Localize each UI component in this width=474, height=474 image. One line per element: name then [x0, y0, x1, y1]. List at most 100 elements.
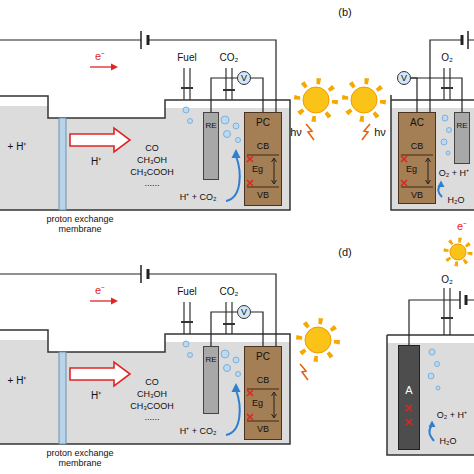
gas-tube [444, 68, 450, 100]
product-label: CO [145, 143, 159, 153]
panel-letter: (d) [338, 246, 351, 259]
reaction-arrow-head [438, 181, 445, 188]
band-label: VB [257, 424, 269, 434]
gas-valve [441, 87, 453, 89]
gas-bubble [447, 128, 452, 133]
voltmeter: V [237, 305, 251, 319]
panel-letter: (b) [338, 6, 351, 19]
sun-icon [297, 81, 335, 119]
gas-outlet-label: CO₂ [220, 52, 239, 64]
charge-mark [401, 180, 407, 186]
band-gap-label: Eg [406, 164, 417, 174]
reference-electrode: RE [203, 346, 219, 414]
ion-label: + H⁺ [8, 375, 27, 387]
gas-tube [444, 288, 450, 335]
band-diagram [399, 346, 419, 449]
photoelectrode: PCCBEgVB [244, 346, 282, 440]
product-label: CH₃OH [137, 155, 167, 165]
sun-rays [345, 81, 383, 119]
electrolyte [387, 343, 474, 455]
product-label: ...... [144, 412, 159, 422]
wire-connector [211, 78, 237, 112]
band-edge [247, 389, 279, 421]
sun-disc [303, 87, 329, 113]
charge-mark [247, 180, 253, 186]
gas-bubble [446, 151, 450, 155]
band-label: VB [257, 190, 269, 200]
electron-label: e⁻ [95, 284, 105, 297]
product-label: CH₃COOH [130, 401, 174, 411]
sun-rays [446, 240, 470, 264]
sun-disc [450, 244, 466, 260]
band-label: VB [411, 190, 423, 200]
band-gap-arrow [272, 158, 277, 184]
gas-valve [441, 317, 453, 319]
electrode-label: A [405, 384, 412, 397]
gas-bubble [441, 139, 447, 145]
wire-connector [411, 78, 462, 112]
gas-outlet-label: O₂ [441, 52, 453, 64]
voltmeter-symbol: V [241, 306, 247, 318]
gas-outlet-label: Fuel [177, 52, 196, 64]
battery-plate [467, 31, 469, 49]
band-label: CB [257, 375, 270, 385]
charge-mark [401, 156, 407, 162]
membrane-label: proton exchange membrane [33, 214, 127, 235]
band-gap-arrow [426, 158, 431, 184]
electrode-label: PC [256, 117, 270, 129]
product-label: CH₃COOH [130, 167, 174, 177]
band-edge [401, 155, 433, 187]
gas-bubble [435, 362, 440, 367]
photoelectrode: ACCBEgVB [398, 112, 436, 204]
wire-connector [211, 312, 237, 346]
band-edge [247, 155, 279, 187]
gas-bubble [436, 386, 440, 390]
light-bolt [300, 364, 308, 380]
photoelectrode: PC CB EgVB [244, 112, 282, 206]
product-label: O₂ + H⁺ [439, 168, 469, 178]
cell-wall [387, 335, 474, 455]
light-bolt [362, 124, 370, 140]
gas-outlet-label: CO₂ [220, 286, 239, 298]
battery-plate [461, 35, 464, 45]
reactant-label: H⁺ + CO₂ [180, 192, 217, 202]
ion-label: H⁺ [91, 390, 101, 402]
sun-rays [299, 321, 337, 359]
electrode-label: RE [205, 355, 216, 364]
reactant-label: H⁺ + CO₂ [180, 426, 217, 436]
charge-mark [406, 405, 412, 411]
cell-wall [391, 95, 474, 210]
charge-mark [247, 156, 253, 162]
wire-connector [251, 78, 263, 112]
product-label: ...... [144, 178, 159, 188]
membrane-label: proton exchange membrane [33, 448, 127, 469]
light-bolt [306, 124, 314, 140]
sun-icon [345, 81, 383, 119]
photon-label: hν [290, 126, 302, 139]
wire-connector [251, 312, 263, 346]
gas-bubble [429, 349, 435, 355]
electrode-label: AC [410, 117, 424, 129]
voltmeter: V [237, 71, 251, 85]
charge-mark [247, 414, 253, 420]
battery-plate [459, 291, 461, 309]
anode-cell [387, 288, 474, 455]
electrolyte [391, 108, 474, 210]
reactant-label: H₂O [440, 436, 457, 446]
anode: A [398, 345, 420, 450]
voltmeter-symbol: V [241, 72, 247, 84]
circuit-wire [409, 300, 474, 345]
product-label: CO [145, 377, 159, 387]
gas-outlet-label: O₂ [441, 274, 453, 286]
band-gap-label: Eg [252, 164, 263, 174]
charge-mark [247, 390, 253, 396]
reaction-arrow-head [429, 421, 436, 428]
ion-label: H⁺ [91, 156, 101, 168]
band-label: CB [257, 141, 270, 151]
reactant-label: H₂O [448, 195, 465, 205]
gas-outlet-label: Fuel [177, 286, 196, 298]
charge-mark [406, 419, 412, 425]
product-label: CH₃OH [137, 389, 167, 399]
sun-disc [305, 327, 331, 353]
